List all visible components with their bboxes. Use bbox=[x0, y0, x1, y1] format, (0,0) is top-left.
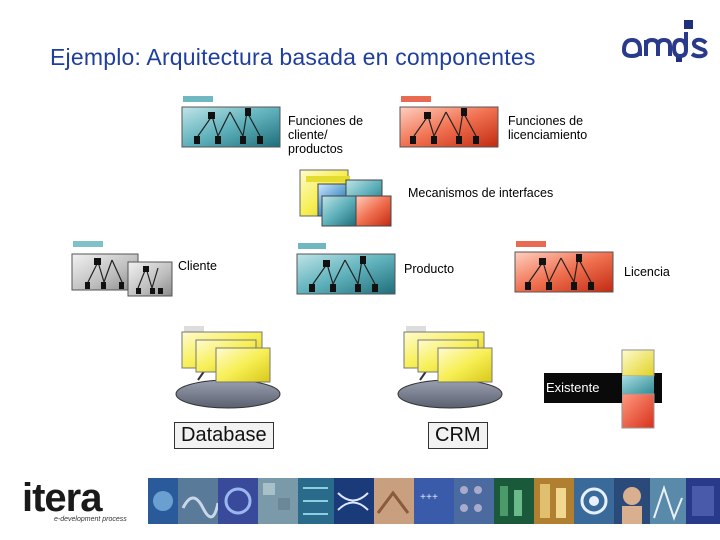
page-title: Ejemplo: Arquitectura basada en componen… bbox=[50, 44, 536, 70]
label-mecanismos: Mecanismos de interfaces bbox=[408, 186, 554, 200]
existente-label-box: Existente bbox=[544, 373, 662, 403]
itera-tagline: e-development process bbox=[54, 516, 127, 523]
component-icon-funciones-licenciamiento bbox=[399, 96, 499, 148]
component-icon-mecanismos bbox=[299, 169, 392, 227]
label-funciones-licenciamiento: Funciones de licenciamiento bbox=[508, 114, 588, 142]
amds-logo bbox=[622, 20, 708, 62]
existente-swatch bbox=[622, 350, 655, 429]
component-icon-cliente bbox=[71, 241, 173, 297]
label-funciones-cliente: Funciones de cliente/ productos bbox=[288, 114, 364, 156]
crm-icon bbox=[397, 326, 503, 409]
component-icon-producto bbox=[296, 243, 396, 295]
svg-text:+++: +++ bbox=[420, 493, 438, 504]
component-icon-licencia bbox=[514, 241, 614, 293]
itera-wordmark: itera bbox=[22, 476, 102, 520]
label-cliente: Cliente bbox=[178, 259, 217, 273]
itera-logo: itera e-development process bbox=[14, 476, 150, 526]
label-database: Database bbox=[174, 422, 274, 449]
label-licencia: Licencia bbox=[624, 265, 670, 279]
existente-label: Existente bbox=[546, 380, 600, 395]
label-crm: CRM bbox=[428, 422, 488, 449]
database-icon bbox=[175, 326, 281, 409]
component-icon-funciones-cliente bbox=[181, 96, 281, 148]
label-producto: Producto bbox=[404, 262, 455, 276]
footer-image-strip: +++ bbox=[148, 478, 720, 524]
